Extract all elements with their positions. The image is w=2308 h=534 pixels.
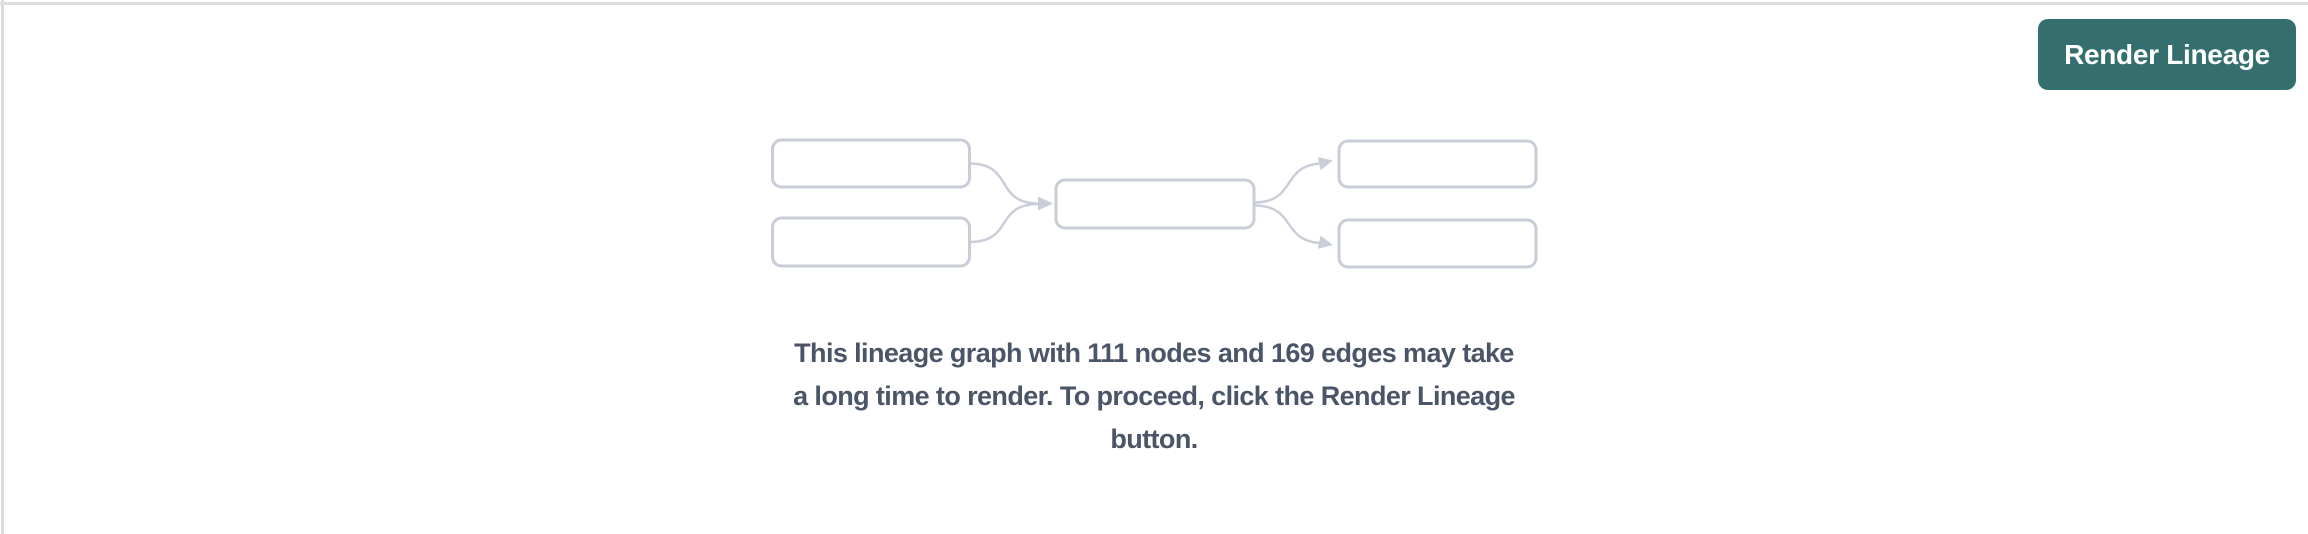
top-divider bbox=[0, 2, 2308, 5]
arrowhead-bottom-right-icon bbox=[1317, 235, 1333, 249]
lineage-placeholder-illustration bbox=[771, 138, 1538, 269]
lineage-empty-state: This lineage graph with 111 nodes and 16… bbox=[764, 128, 1544, 461]
render-warning-line-1: This lineage graph with 111 nodes and 16… bbox=[794, 338, 1514, 368]
placeholder-edge-top-right bbox=[1253, 162, 1320, 204]
render-warning-message: This lineage graph with 111 nodes and 16… bbox=[793, 332, 1515, 461]
placeholder-node-bottom-left bbox=[771, 216, 971, 268]
placeholder-edge-top-left bbox=[969, 162, 1039, 205]
placeholder-node-center bbox=[1054, 178, 1256, 230]
arrowhead-center-icon bbox=[1038, 196, 1053, 211]
left-divider bbox=[1, 0, 4, 534]
placeholder-node-top-left bbox=[771, 138, 971, 189]
render-warning-line-3: button. bbox=[1110, 424, 1198, 454]
render-warning-line-2: a long time to render. To proceed, click… bbox=[793, 381, 1515, 411]
render-lineage-button[interactable]: Render Lineage bbox=[2038, 19, 2296, 90]
placeholder-node-top-right bbox=[1337, 139, 1538, 189]
placeholder-edge-bottom-left bbox=[969, 202, 1039, 244]
placeholder-node-bottom-right bbox=[1337, 218, 1538, 269]
arrowhead-top-right-icon bbox=[1317, 157, 1333, 171]
placeholder-edge-bottom-right bbox=[1253, 204, 1320, 245]
